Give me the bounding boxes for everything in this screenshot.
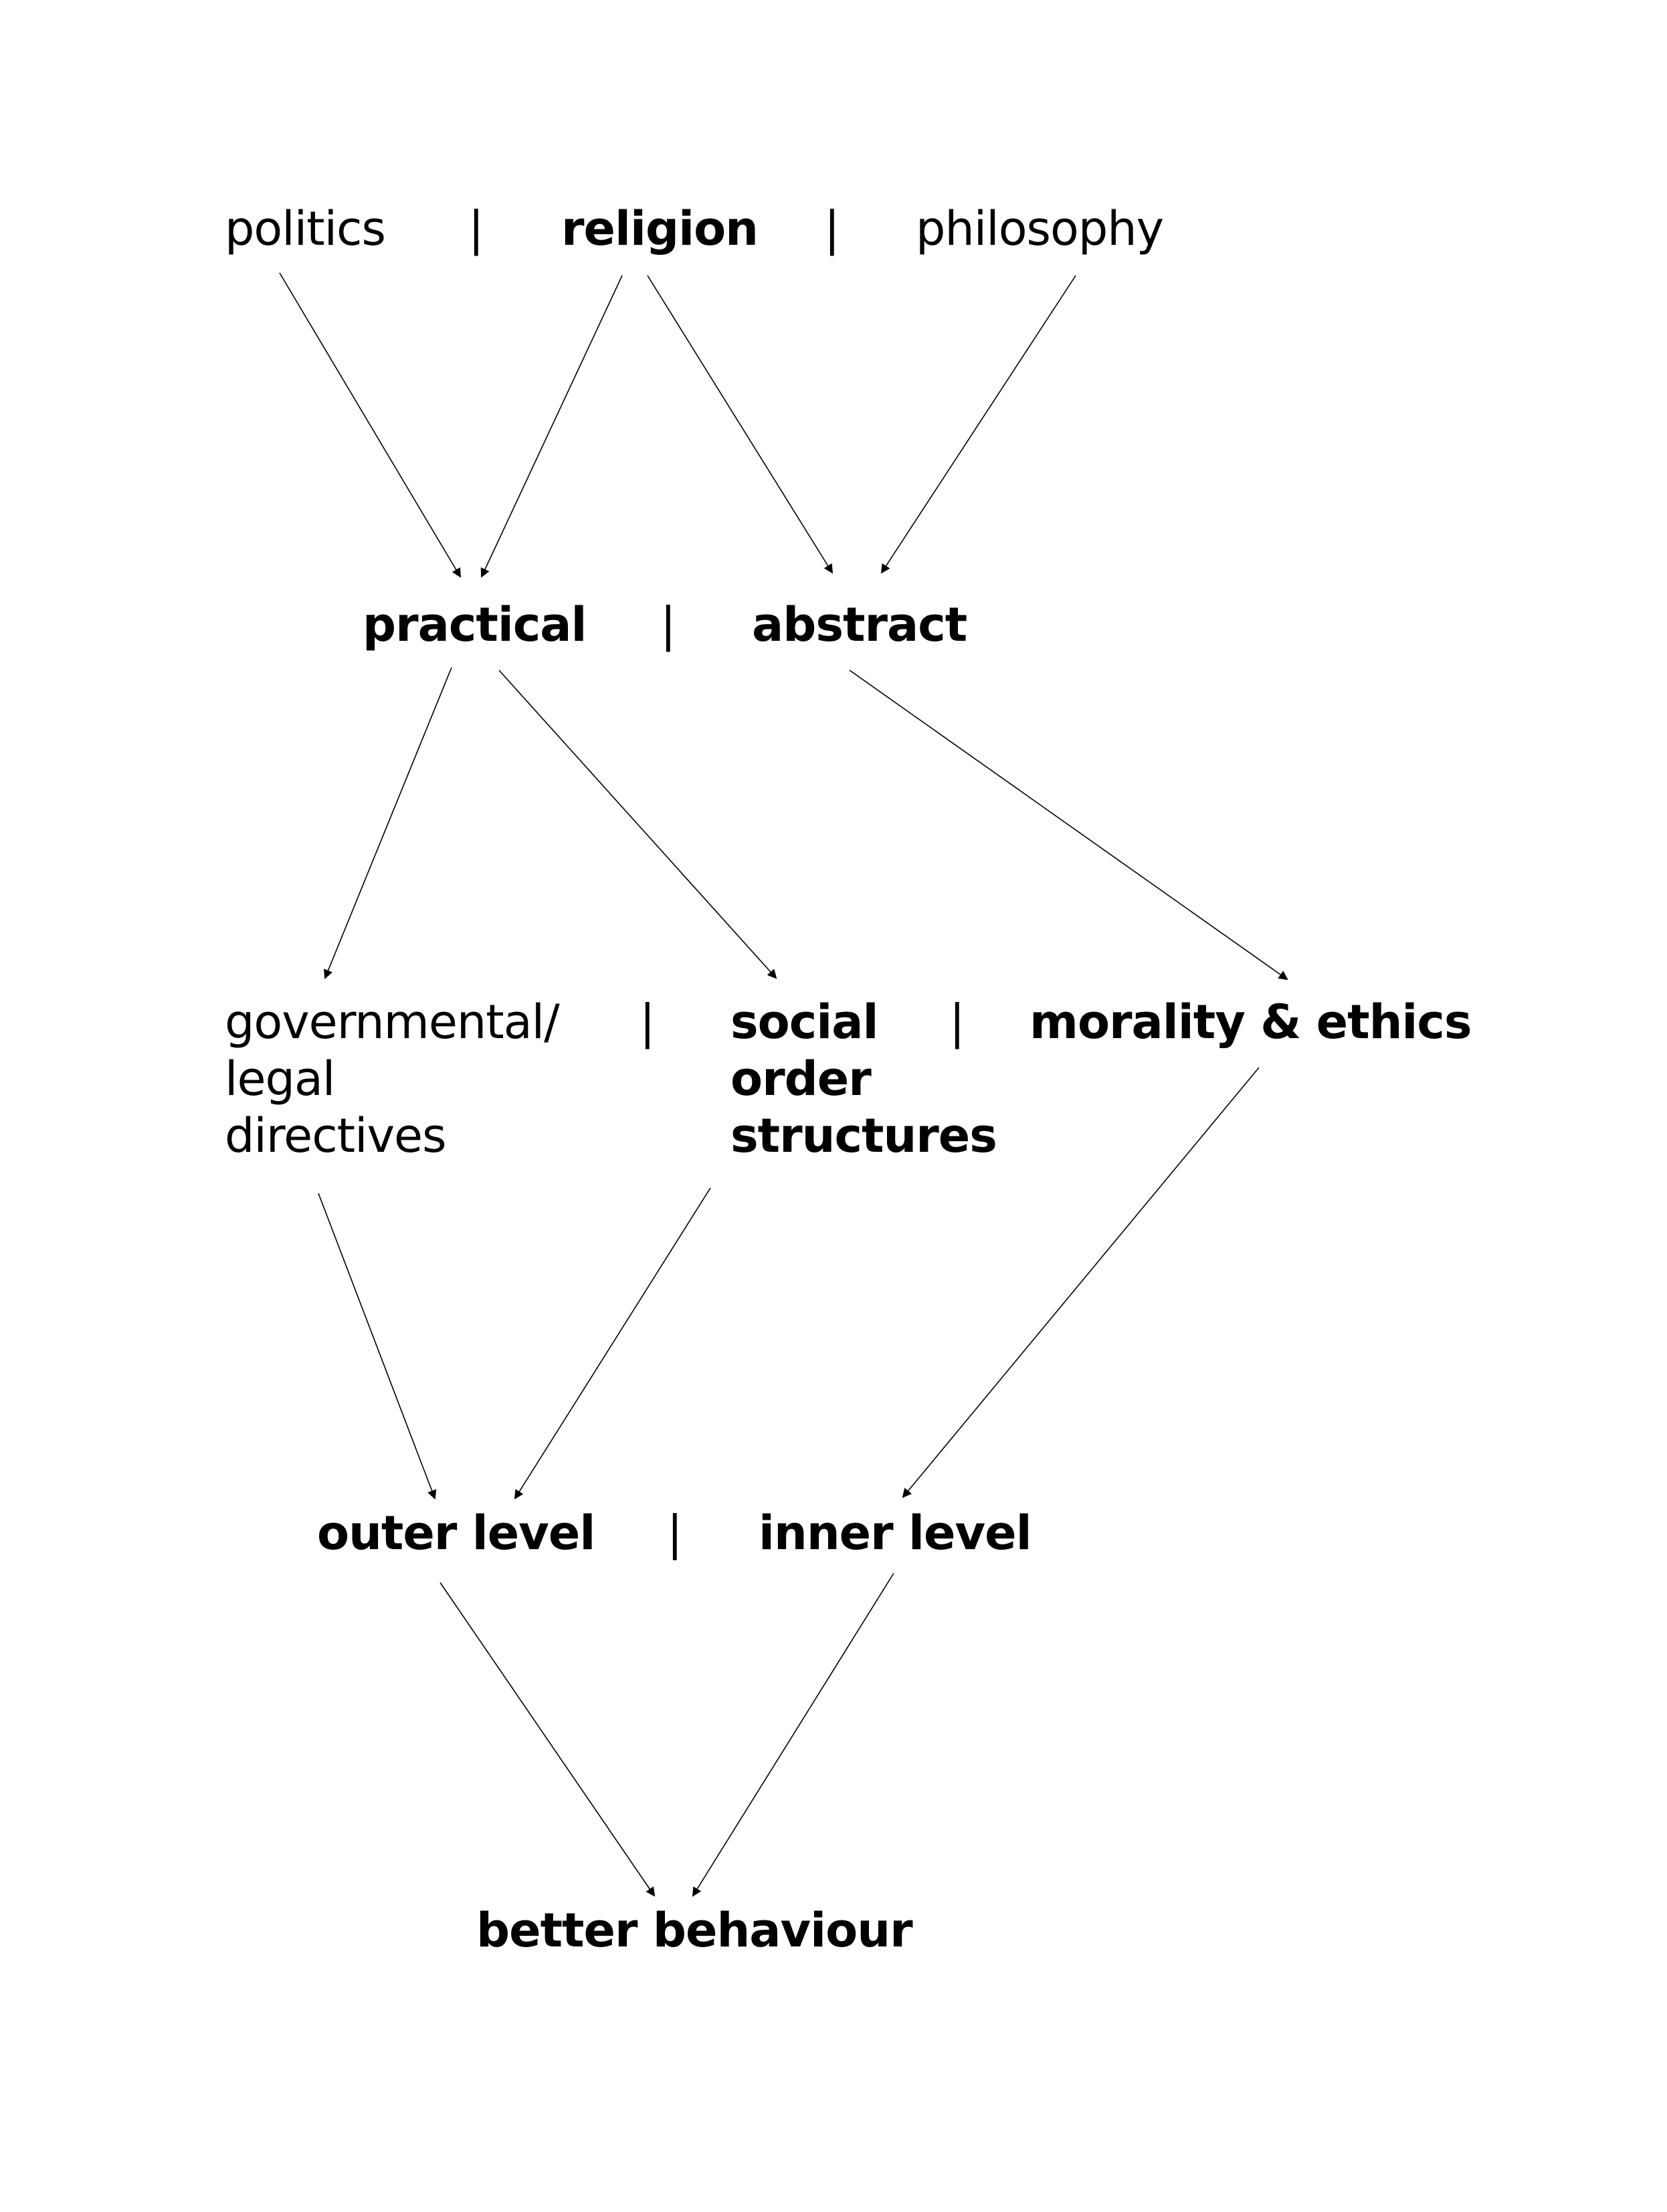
arrow-practical-governmental	[324, 667, 452, 979]
separator: |	[667, 1506, 683, 1561]
separator: |	[949, 995, 965, 1049]
node-religion: religion	[561, 201, 759, 256]
node-governmental-legal-directives: governmental/ legal directives	[225, 995, 560, 1163]
node-abstract: abstract	[752, 597, 967, 652]
separator: |	[468, 201, 484, 256]
arrow-morality-inner	[902, 1067, 1260, 1498]
arrow-governmental-outer	[318, 1193, 437, 1500]
arrow-social-outer	[514, 1187, 711, 1500]
arrow-religion-practical	[480, 275, 623, 578]
node-social-order-structures: social order structures	[730, 995, 997, 1163]
node-philosophy: philosophy	[916, 201, 1164, 256]
separator: |	[640, 995, 656, 1049]
node-better-behaviour: better behaviour	[476, 1903, 913, 1958]
separator: |	[660, 597, 676, 652]
arrow-religion-abstract	[647, 275, 834, 574]
node-morality-ethics: morality & ethics	[1029, 995, 1472, 1049]
arrow-philosophy-abstract	[880, 275, 1076, 574]
node-inner-level: inner level	[759, 1506, 1032, 1561]
node-practical: practical	[363, 597, 587, 652]
arrow-abstract-morality	[849, 670, 1288, 981]
arrow-practical-social	[498, 670, 777, 979]
arrow-inner-better	[692, 1573, 894, 1897]
node-outer-level: outer level	[317, 1506, 595, 1561]
arrow-outer-better	[439, 1582, 656, 1897]
arrow-politics-practical	[279, 272, 462, 578]
separator: |	[824, 201, 840, 256]
node-politics: politics	[225, 201, 386, 256]
